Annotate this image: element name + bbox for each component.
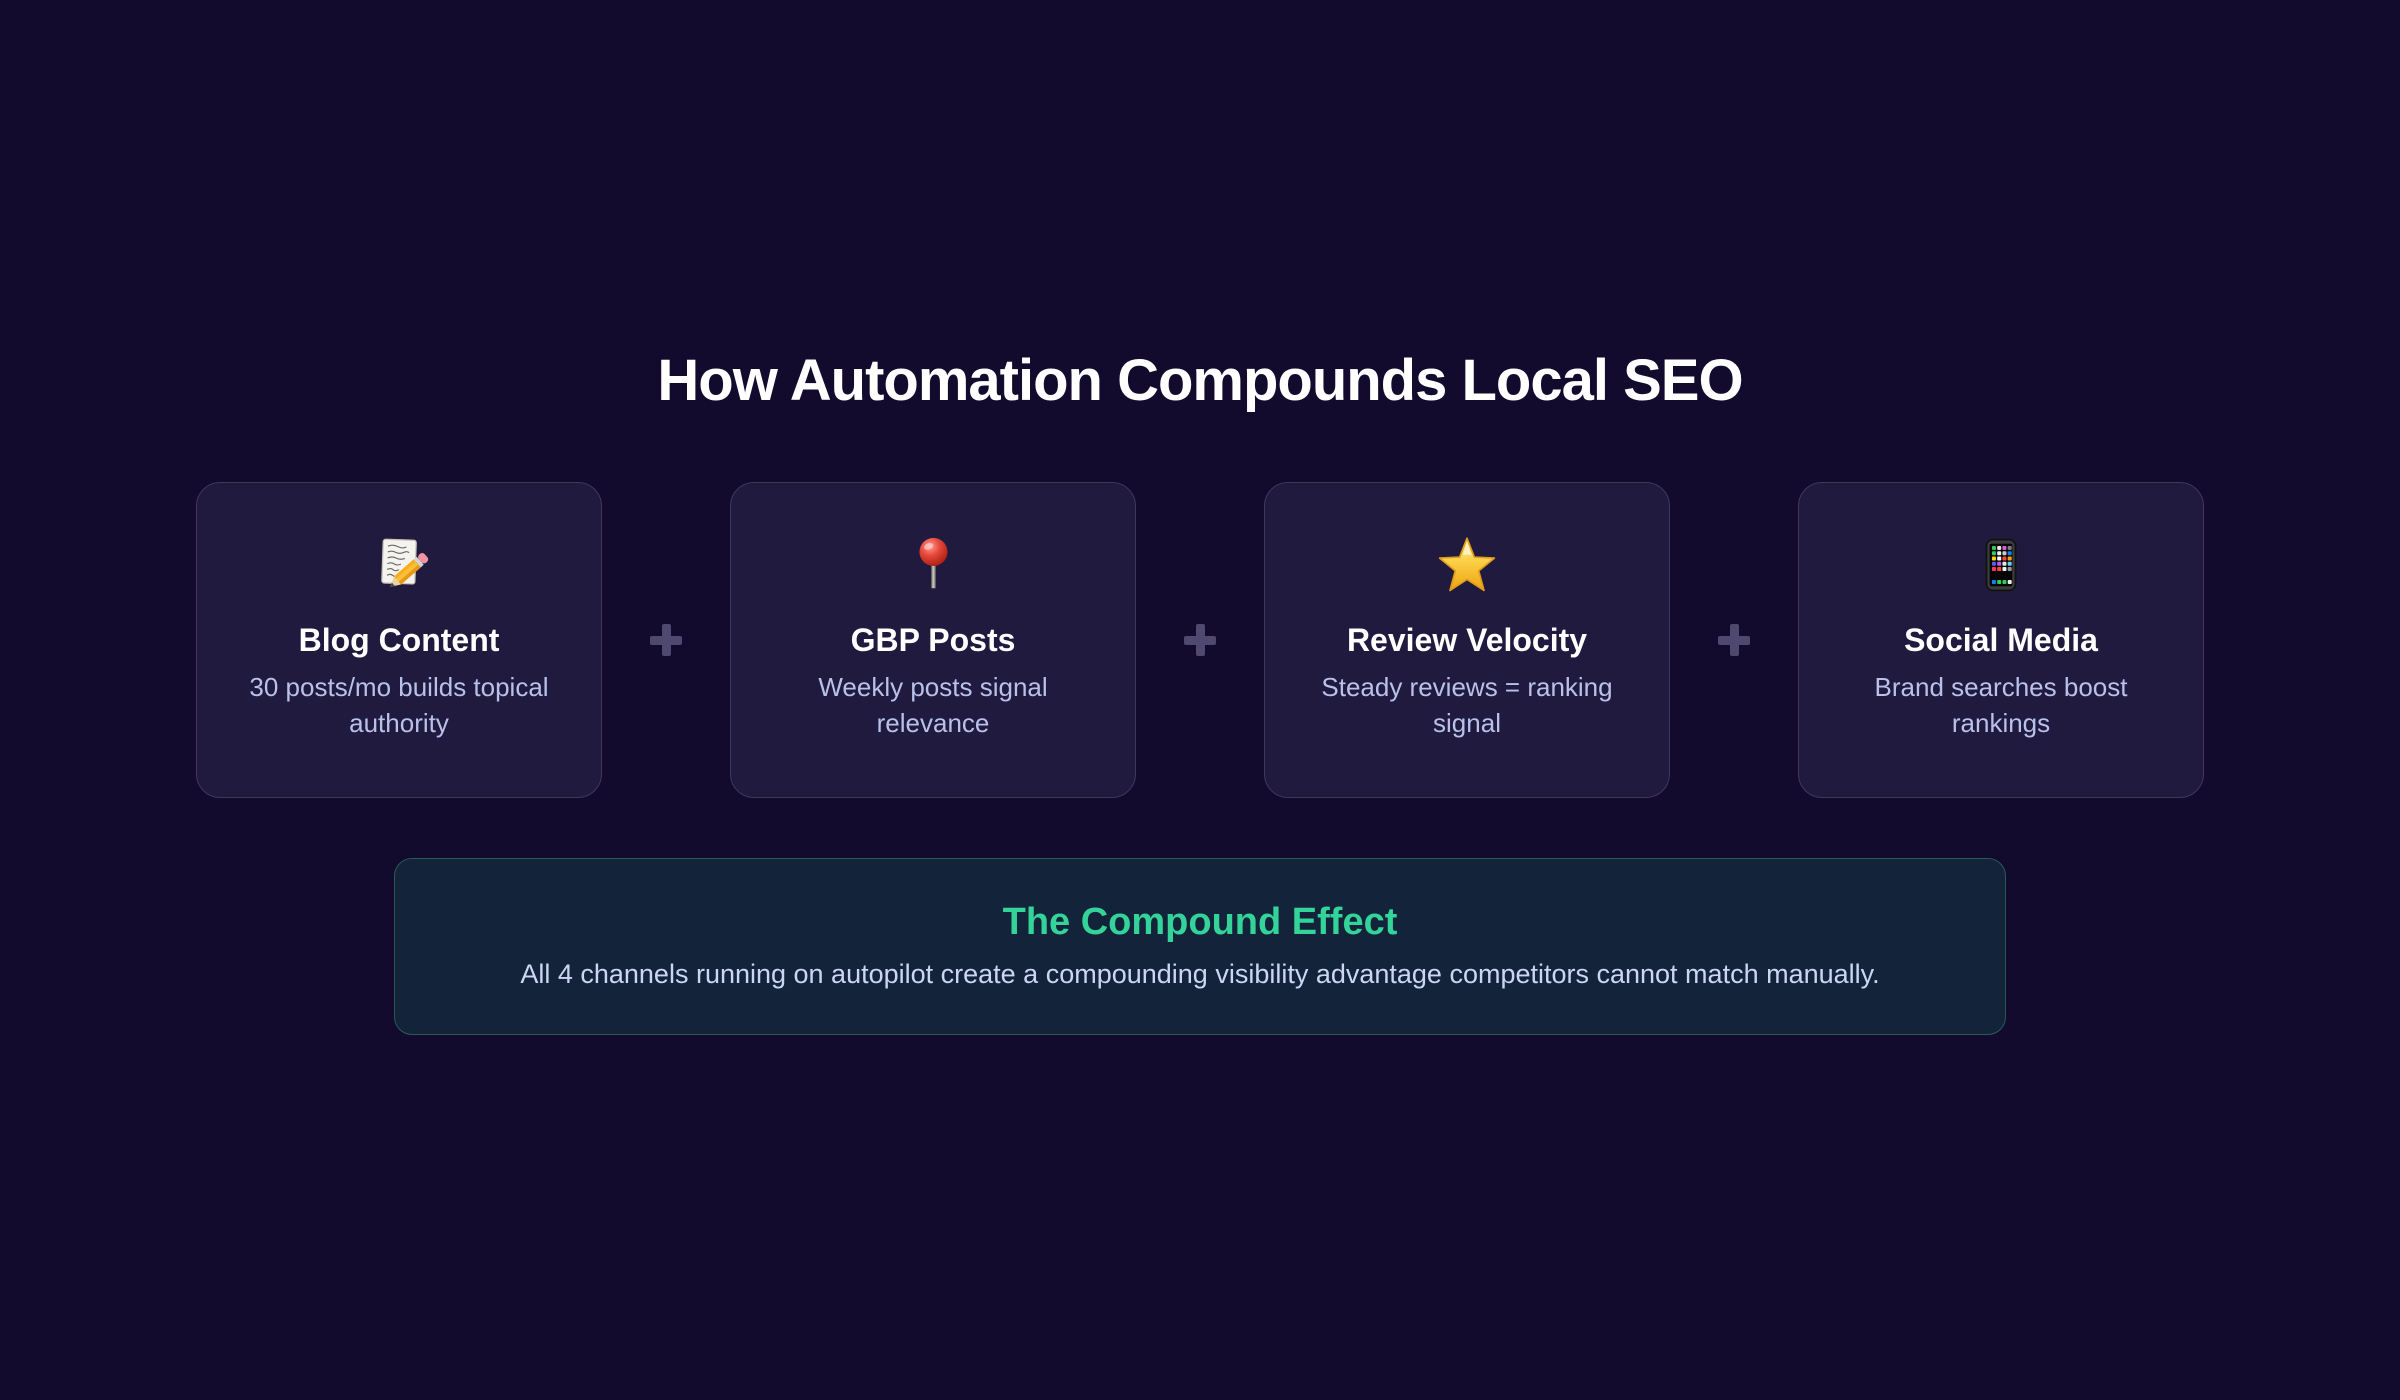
compound-title: The Compound Effect (1002, 901, 1398, 943)
page-title: How Automation Compounds Local SEO (657, 348, 1743, 413)
plus-icon (1136, 482, 1264, 798)
card-social-media: Social Media Brand searches boost rankin… (1798, 482, 2204, 798)
card-gbp-posts: GBP Posts Weekly posts signal relevance (730, 482, 1136, 798)
card-description: 30 posts/mo builds topical authority (249, 672, 549, 738)
card-description: Weekly posts signal relevance (818, 672, 1048, 738)
plus-icon (602, 482, 730, 798)
memo-icon (368, 533, 430, 597)
compound-effect-panel: The Compound Effect All 4 channels runni… (394, 858, 2006, 1035)
star-icon (1434, 533, 1500, 597)
plus-icon (1670, 482, 1798, 798)
card-title: Review Velocity (1346, 622, 1588, 658)
pushpin-icon (902, 533, 964, 597)
compound-body: All 4 channels running on autopilot crea… (520, 959, 1880, 989)
card-title: Blog Content (298, 622, 500, 658)
card-review-velocity: Review Velocity Steady reviews = ranking… (1264, 482, 1670, 798)
channel-cards-row: Blog Content 30 posts/mo builds topical … (0, 482, 2400, 798)
card-title: GBP Posts (850, 622, 1016, 658)
card-title: Social Media (1904, 622, 2098, 658)
card-blog-content: Blog Content 30 posts/mo builds topical … (196, 482, 602, 798)
phone-icon (1972, 533, 2030, 597)
card-description: Steady reviews = ranking signal (1321, 672, 1613, 738)
card-description: Brand searches boost rankings (1874, 672, 2128, 738)
